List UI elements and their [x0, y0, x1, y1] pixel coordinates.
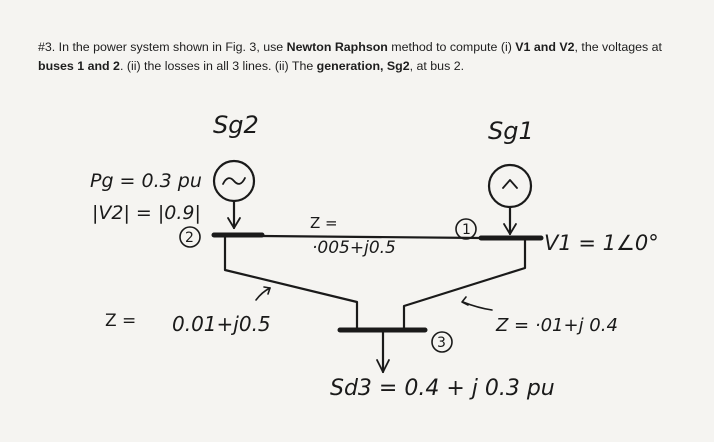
line-1-2 [260, 234, 483, 240]
bus-2-real-power: Pg = 0.3 pu [90, 170, 202, 192]
method-name-raphson: Raphson [334, 40, 388, 54]
problem-statement: #3. In the power system shown in Fig. 3,… [38, 40, 662, 73]
bus-2-number: 2 [185, 230, 194, 246]
method-name-newton: Newton [286, 40, 332, 54]
target-buses: buses 1 and 2 [38, 59, 120, 73]
bus-2-number-circle [179, 226, 201, 248]
line-1-2-impedance-value: ·005+j0.5 [312, 238, 396, 258]
line-2-3 [223, 234, 359, 332]
bus-1-number-circle [455, 218, 477, 240]
line-1-3 [402, 237, 527, 332]
bus-3-number-circle [431, 331, 453, 353]
bus-2-voltage-magnitude: |V2| = |0.9| [92, 202, 201, 224]
bus-3-load: Sd3 = 0.4 + j 0.3 pu [330, 376, 555, 401]
line-2-3-impedance-value: 0.01+j0.5 [172, 312, 271, 336]
line-1-2-impedance-label: Z = [310, 214, 338, 232]
generator-1-label: Sg1 [488, 117, 534, 145]
bus-3-number: 3 [437, 335, 446, 351]
line-2-3-impedance-label: Z = [105, 311, 136, 331]
target-voltages: V1 and V2 [515, 40, 575, 54]
problem-number: #3. [38, 40, 56, 54]
generator-2-label: Sg2 [213, 111, 259, 139]
target-generation: generation, Sg2 [316, 59, 410, 73]
bus-1-number: 1 [462, 222, 471, 238]
bus-1-voltage: V1 = 1∠0° [544, 231, 659, 255]
line-1-3-impedance: Z = ·01+j 0.4 [495, 315, 618, 336]
generator-1-symbol [487, 163, 533, 209]
